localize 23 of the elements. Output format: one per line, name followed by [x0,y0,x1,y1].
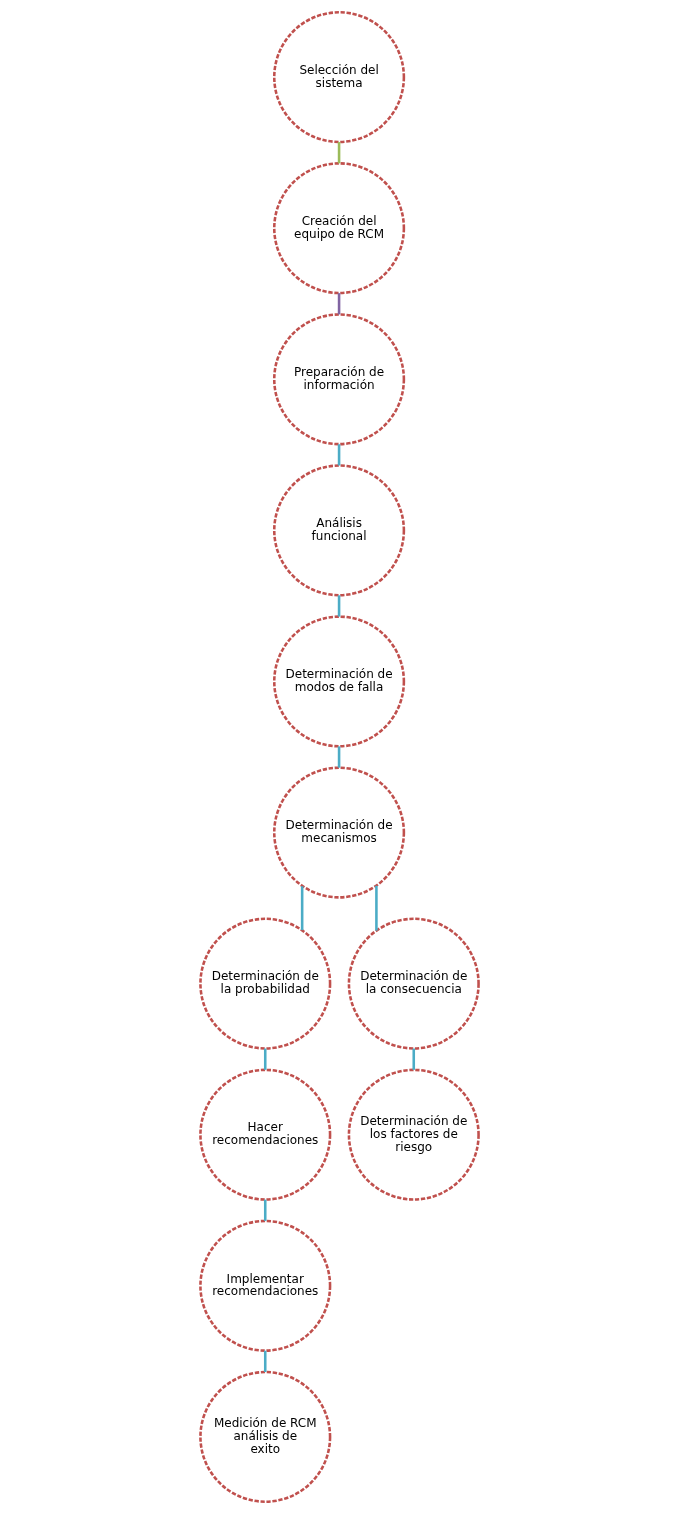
node-circle: Preparación de información [272,313,405,446]
node-circle: Determinación de la probabilidad [198,917,331,1050]
connector [300,886,303,931]
connector [263,1199,267,1221]
connector [263,1048,267,1070]
node-circle: Determinación de mecanismos [272,766,405,899]
node-circle: Creación del equipo de RCM [272,162,405,295]
node-circle: Implementar recomendaciones [198,1219,331,1352]
connector [337,293,340,315]
connector [263,1350,267,1372]
connector [374,885,378,931]
node-circle: Análisis funcional [272,464,405,597]
node-circle: Determinación de los factores de riesgo [347,1068,480,1201]
connector [337,444,340,466]
connector [337,595,340,617]
connector [411,1048,415,1070]
node-circle: Determinación de la consecuencia [347,917,480,1050]
node-circle: Selección del sistema [272,11,405,144]
connector [337,746,340,768]
node-circle: Determinación de modos de falla [272,615,405,748]
node-circle: Hacer recomendaciones [198,1068,331,1201]
connector [337,142,340,164]
node-circle: Medición de RCM análisis de exito [198,1370,331,1503]
